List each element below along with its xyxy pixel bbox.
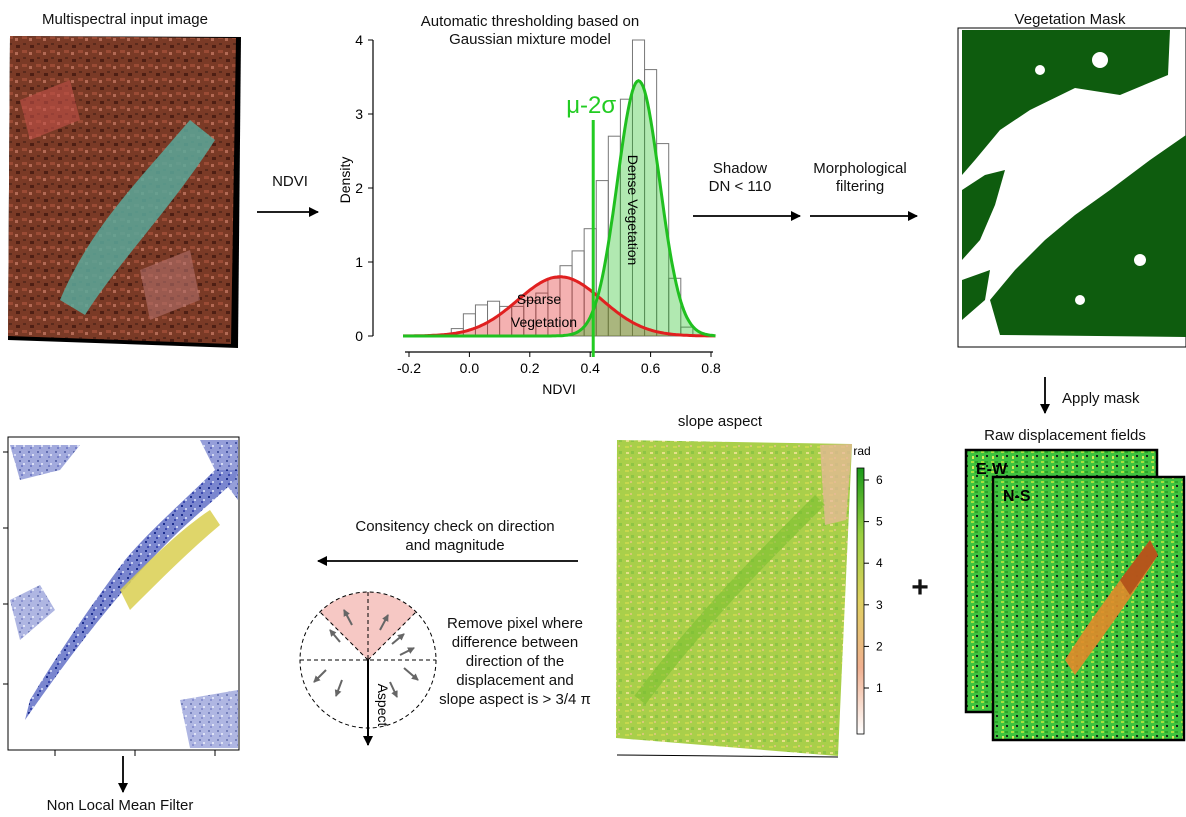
x-tick-label: 0.8 <box>701 360 721 376</box>
morph-step-line2: filtering <box>835 178 885 195</box>
colorbar-tick-label: 4 <box>876 556 883 570</box>
mixture-fills <box>402 80 718 336</box>
input-image-title: Multispectral input image <box>42 11 208 28</box>
histogram-title-line2: Gaussian mixture model <box>449 31 611 48</box>
mask-title: Vegetation Mask <box>1014 11 1126 28</box>
shadow-step-line1: Shadow <box>712 160 768 177</box>
consistency-line1: Consitency check on direction <box>355 518 555 535</box>
morph-step-line1: Morphological <box>813 160 907 177</box>
ew-label: E-W <box>976 461 1008 478</box>
remove-line-5: slope aspect is > 3/4 π <box>439 691 591 708</box>
histogram-title-line1: Automatic thresholding based on <box>420 13 640 30</box>
colorbar-tick-label: 5 <box>876 515 883 529</box>
apply-mask-label: Apply mask <box>1062 390 1140 407</box>
y-tick-label: 2 <box>355 180 363 196</box>
colorbar-tick-label: 3 <box>876 598 883 612</box>
output-title: Non Local Mean Filter <box>46 797 194 814</box>
displacement-arrows <box>313 609 419 698</box>
plus-sign: + <box>911 571 929 604</box>
axis-ticks: -0.2 0.0 0.2 0.4 0.6 0.8 0 1 2 3 4 <box>355 32 721 376</box>
raw-displacement-fields: E-W N-S <box>964 448 1186 742</box>
y-tick-label: 0 <box>355 328 363 344</box>
ndvi-step-label: NDVI <box>272 173 308 190</box>
sparse-label-2: Vegetation <box>511 314 577 330</box>
x-tick-label: 0.2 <box>520 360 540 376</box>
dense-curve <box>403 79 716 338</box>
sparse-curve <box>403 275 716 338</box>
colorbar-tick-label: 1 <box>876 681 883 695</box>
remove-line-3: direction of the <box>465 653 565 670</box>
shadow-step-line2: DN < 110 <box>708 178 772 195</box>
vegetation-mask <box>957 27 1186 348</box>
remove-line-4: displacement and <box>456 672 574 689</box>
multispectral-image <box>8 36 241 348</box>
colorbar-tick-label: 2 <box>876 639 883 653</box>
raw-displacement-title: Raw displacement fields <box>984 427 1146 444</box>
slope-aspect-title: slope aspect <box>677 413 763 430</box>
y-tick-label: 1 <box>355 254 363 270</box>
mixture-fill <box>402 276 718 336</box>
mixture-curves <box>403 79 716 338</box>
filtered-output-map <box>3 436 240 756</box>
ns-label: N-S <box>1003 488 1031 505</box>
colorbar: rad 1 2 3 4 5 6 <box>853 444 883 735</box>
x-axis-label: NDVI <box>542 381 575 397</box>
colorbar-title: rad <box>853 444 870 458</box>
sparse-label-1: Sparse <box>517 291 562 307</box>
colorbar-ticks: 1 2 3 4 5 6 <box>864 473 883 695</box>
slope-aspect-map <box>616 440 852 758</box>
y-axis-label: Density <box>337 157 353 204</box>
histogram-plot: -0.2 0.0 0.2 0.4 0.6 0.8 0 1 2 3 4 μ-2σ Sparse Veg… <box>337 32 721 397</box>
consistency-line2: and magnitude <box>405 537 505 554</box>
dense-label: Dense Vegetation <box>625 155 641 266</box>
x-tick-label: -0.2 <box>397 360 421 376</box>
y-tick-label: 4 <box>355 32 363 48</box>
threshold-label: μ-2σ <box>566 92 616 119</box>
output-axis-ticks <box>3 451 216 756</box>
x-tick-label: 0.4 <box>580 360 600 376</box>
aspect-circle-diagram: Aspect <box>299 591 437 746</box>
x-tick-label: 0.6 <box>641 360 661 376</box>
aspect-label: Aspect <box>375 684 391 727</box>
colorbar-tick-label: 6 <box>876 473 883 487</box>
y-tick-label: 3 <box>355 106 363 122</box>
remove-line-2: difference between <box>451 634 579 651</box>
mixture-fill <box>402 80 718 336</box>
ns-panel <box>991 475 1186 742</box>
remove-line-1: Remove pixel where <box>447 615 583 632</box>
x-tick-label: 0.0 <box>460 360 480 376</box>
